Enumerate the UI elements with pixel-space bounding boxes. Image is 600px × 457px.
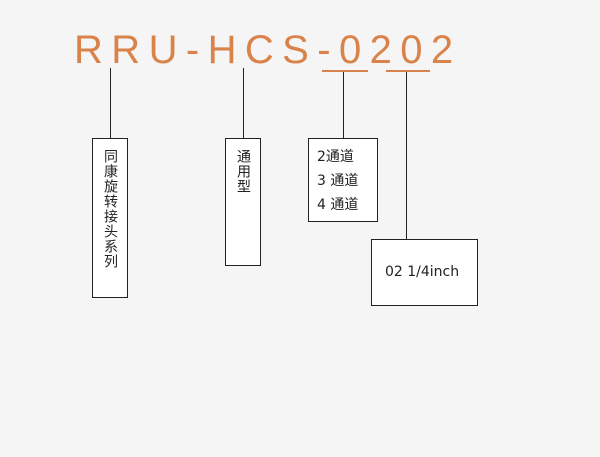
series-connector — [110, 68, 111, 138]
series-label: 同康旋转接头系列 — [102, 149, 118, 269]
channel-option-3: 3 通道 — [317, 173, 359, 189]
type-box: 通用型 — [225, 138, 261, 266]
size-digits-underline — [386, 70, 430, 72]
channel-digits-underline — [322, 70, 368, 72]
type-label: 通用型 — [235, 149, 251, 194]
size-label: 02 1/4inch — [385, 264, 460, 280]
channels-connector — [343, 72, 344, 138]
model-code: RRU-HCS-0202 — [74, 28, 462, 72]
channels-box: 2通道 3 通道 4 通道 — [308, 138, 378, 222]
channel-option-2: 2通道 — [317, 149, 354, 165]
channel-option-4: 4 通道 — [317, 197, 359, 213]
size-box: 02 1/4inch — [371, 239, 478, 306]
series-box: 同康旋转接头系列 — [92, 138, 128, 298]
type-connector — [243, 68, 244, 138]
size-connector — [406, 72, 407, 239]
